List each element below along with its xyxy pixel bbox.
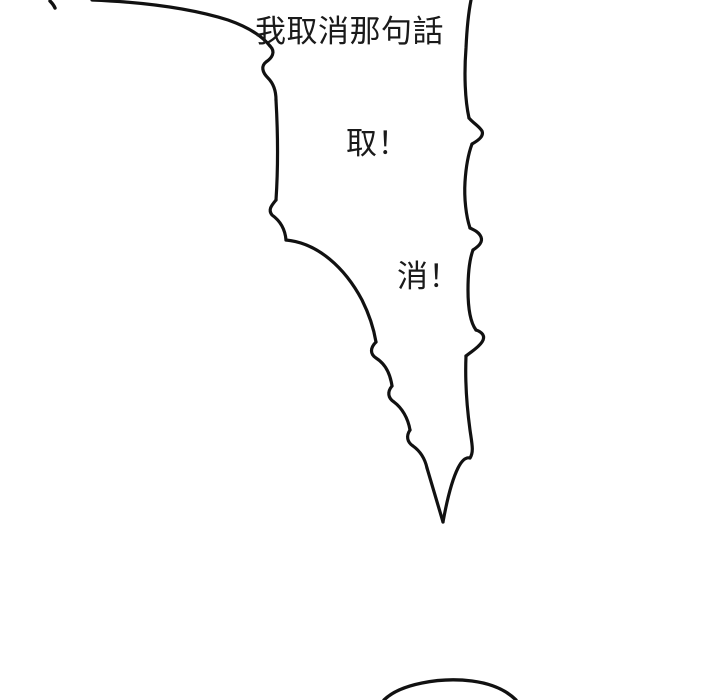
shout-bubble-tail-right <box>441 456 472 524</box>
shout-bubble-right-edge-mid <box>466 248 478 332</box>
dialogue-line-echo-1: 取！ <box>346 126 409 162</box>
shout-bubble-right-edge-upper <box>463 142 474 230</box>
shout-bubble-spike-3 <box>406 428 429 470</box>
dialogue-line-main: 我取消那句話 <box>255 14 444 50</box>
small-ink-tick <box>48 0 57 10</box>
shout-bubble-right-edge-lower <box>464 354 474 460</box>
shout-bubble-tail-left <box>425 466 445 524</box>
shout-bubble-spike-1 <box>369 340 394 388</box>
shout-bubble-right-notch-high <box>467 116 485 146</box>
shout-bubble-lower-left-bulge <box>284 238 378 344</box>
shout-bubble-right-edge-top <box>463 0 473 120</box>
shout-bubble-right-notch-low <box>464 328 486 358</box>
shout-bubble-left-notch-mid <box>268 198 288 242</box>
bottom-curved-arc <box>382 678 518 700</box>
shout-bubble-left-notch-upper <box>261 44 278 102</box>
shout-bubble-right-notch-mid <box>468 226 484 252</box>
shout-bubble-left-edge <box>274 98 280 202</box>
dialogue-line-echo-2: 消！ <box>397 259 460 295</box>
shout-bubble-spike-2 <box>387 384 412 432</box>
shout-bubble-top-edge <box>90 0 272 48</box>
